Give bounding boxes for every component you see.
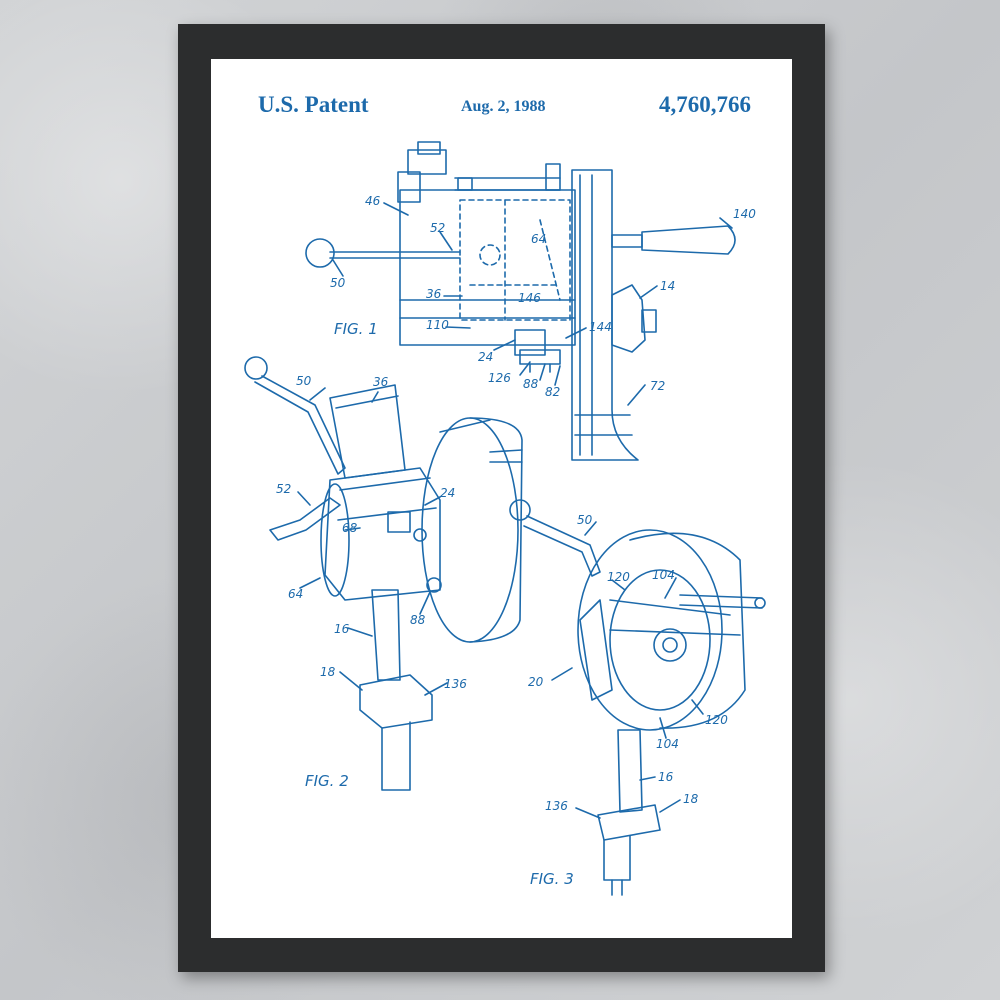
ref-50: 50 [330,276,346,290]
ref-120: 120 [607,570,630,584]
ref-144: 144 [589,320,612,334]
fig3-caption: FIG. 3 [530,870,574,888]
ref-104: 104 [652,568,675,582]
ref-136: 136 [545,799,568,813]
ref-88: 88 [523,377,539,391]
ref-110: 110 [426,318,449,332]
ref-36: 36 [373,375,389,389]
ref-52: 52 [430,221,445,235]
ref-140: 140 [733,207,756,221]
ref-16: 16 [334,622,350,636]
ref-120: 120 [705,713,728,727]
ref-72: 72 [650,379,665,393]
ref-24: 24 [440,486,455,500]
ref-52: 52 [276,482,291,496]
ref-18: 18 [683,792,699,806]
ref-46: 46 [365,194,381,208]
ref-50: 50 [577,513,593,527]
fig3-drawing [510,500,765,895]
fig2-drawing [245,357,522,790]
ref-136: 136 [444,677,467,691]
ref-64: 64 [288,587,303,601]
ref-64: 64 [531,232,546,246]
ref-126: 126 [488,371,511,385]
ref-20: 20 [528,675,544,689]
ref-24: 24 [478,350,493,364]
ref-36: 36 [426,287,442,301]
ref-16: 16 [658,770,674,784]
ref-18: 18 [320,665,336,679]
ref-88: 88 [410,613,426,627]
ref-14: 14 [660,279,675,293]
ref-104: 104 [656,737,679,751]
ref-82: 82 [545,385,560,399]
ref-68: 68 [342,521,358,535]
ref-146: 146 [518,291,541,305]
fig1-caption: FIG. 1 [334,320,378,338]
fig2-caption: FIG. 2 [305,772,349,790]
ref-50: 50 [296,374,312,388]
